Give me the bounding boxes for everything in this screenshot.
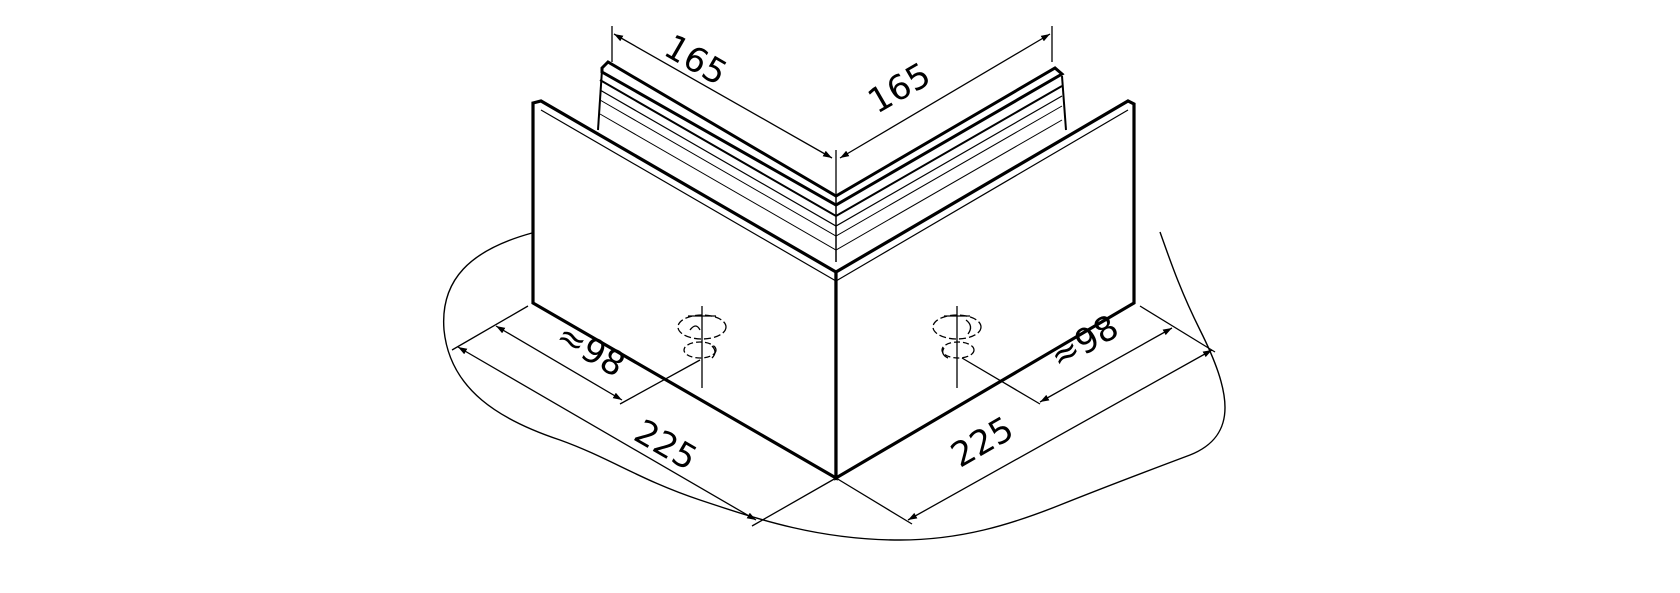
dim-top-right-165	[839, 33, 1051, 159]
dim-left-225	[457, 346, 757, 521]
label-right-225: 225	[944, 409, 1020, 476]
label-top-right-165: 165	[861, 55, 937, 122]
dimension-lines	[457, 33, 1213, 521]
dim-right-225	[907, 349, 1213, 521]
label-left-225: 225	[627, 412, 703, 479]
extension-lines	[451, 26, 1216, 527]
left-profile-wall	[531, 99, 838, 481]
dim-top-left-165	[613, 33, 833, 159]
label-top-left-165: 165	[657, 27, 733, 94]
